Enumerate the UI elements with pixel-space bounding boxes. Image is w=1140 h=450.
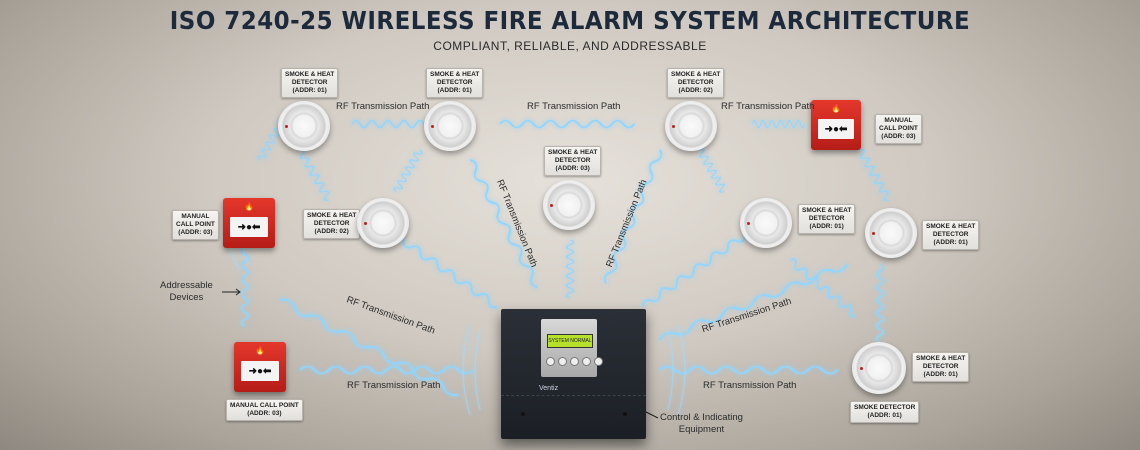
status-led-icon (550, 204, 554, 207)
rf-path-label: RF Transmission Path (721, 101, 815, 112)
panel-faceplate: SYSTEM NORMAL (541, 319, 603, 377)
status-led-icon (872, 232, 876, 235)
smoke-heat-detector[interactable] (357, 198, 409, 248)
device-label: SMOKE & HEAT DETECTOR (ADDR: 01) (798, 204, 856, 234)
panel-brand-logo: Ventiz (539, 385, 559, 392)
manual-call-point[interactable]: 🔥 ➜●⬅ (234, 342, 286, 392)
status-led-icon (285, 125, 289, 128)
rf-path-label: RF Transmission Path (347, 380, 441, 391)
status-led-icon (859, 366, 863, 370)
page-title: ISO 7240-25 WIRELESS FIRE ALARM SYSTEM A… (169, 6, 971, 35)
manual-call-point[interactable]: 🔥 ➜●⬅ (223, 198, 275, 248)
smoke-heat-detector[interactable] (278, 101, 330, 151)
rf-path-label: RF Transmission Path (527, 101, 621, 112)
smoke-heat-detector[interactable] (740, 198, 792, 248)
panel-button[interactable] (570, 357, 579, 366)
smoke-heat-detector[interactable] (865, 208, 917, 258)
device-label: MANUAL CALL POINT (ADDR: 03) (875, 114, 922, 144)
device-label: SMOKE & HEAT DETECTOR (ADDR: 02) (667, 68, 725, 98)
status-led-icon (672, 125, 676, 128)
device-label: SMOKE & HEAT DETECTOR (ADDR: 03) (544, 146, 602, 176)
panel-button[interactable] (582, 357, 591, 366)
screw-icon (521, 412, 525, 416)
fire-symbol-icon: 🔥 (831, 104, 841, 113)
status-led-icon (364, 222, 368, 225)
smoke-heat-detector[interactable] (665, 101, 717, 151)
control-indicating-panel[interactable]: SYSTEM NORMAL Ventiz (501, 309, 646, 439)
panel-button[interactable] (546, 357, 555, 366)
screw-icon (623, 412, 627, 416)
device-label: MANUAL CALL POINT (ADDR: 03) (172, 210, 219, 240)
push-arrows-icon: ➜●⬅ (818, 119, 854, 139)
rf-path-label: RF Transmission Path (336, 101, 430, 112)
device-label: MANUAL CALL POINT (ADDR: 03) (226, 399, 303, 421)
smoke-heat-detector[interactable] (543, 180, 595, 230)
panel-button[interactable] (594, 357, 603, 366)
fire-symbol-icon: 🔥 (255, 346, 265, 355)
device-label: SMOKE & HEAT DETECTOR (ADDR: 02) (303, 209, 361, 239)
status-led-icon (431, 125, 435, 128)
status-led-icon (747, 222, 751, 225)
smoke-detector[interactable] (852, 342, 906, 394)
device-label: SMOKE & HEAT DETECTOR (ADDR: 01) (281, 68, 339, 98)
manual-call-point[interactable]: 🔥 ➜●⬅ (811, 100, 861, 150)
smoke-heat-detector[interactable] (424, 101, 476, 151)
push-arrows-icon: ➜●⬅ (230, 217, 268, 237)
addressable-devices-callout: Addressable Devices (160, 280, 213, 303)
control-equipment-callout: Control & Indicating Equipment (660, 412, 743, 435)
panel-divider (501, 395, 646, 396)
device-label: SMOKE & HEAT DETECTOR (ADDR: 01) (426, 68, 484, 98)
page-subtitle: COMPLIANT, RELIABLE, AND ADDRESSABLE (433, 39, 707, 53)
rf-path-label: RF Transmission Path (703, 380, 797, 391)
panel-button-row (546, 357, 603, 366)
fire-symbol-icon: 🔥 (244, 202, 254, 211)
panel-lcd-display: SYSTEM NORMAL (547, 334, 593, 348)
push-arrows-icon: ➜●⬅ (241, 361, 279, 381)
panel-button[interactable] (558, 357, 567, 366)
device-label: SMOKE & HEAT DETECTOR (ADDR: 01) (922, 220, 980, 250)
device-label: SMOKE DETECTOR (ADDR: 01) (850, 401, 920, 423)
device-label: SMOKE & HEAT DETECTOR (ADDR: 01) (912, 352, 970, 382)
